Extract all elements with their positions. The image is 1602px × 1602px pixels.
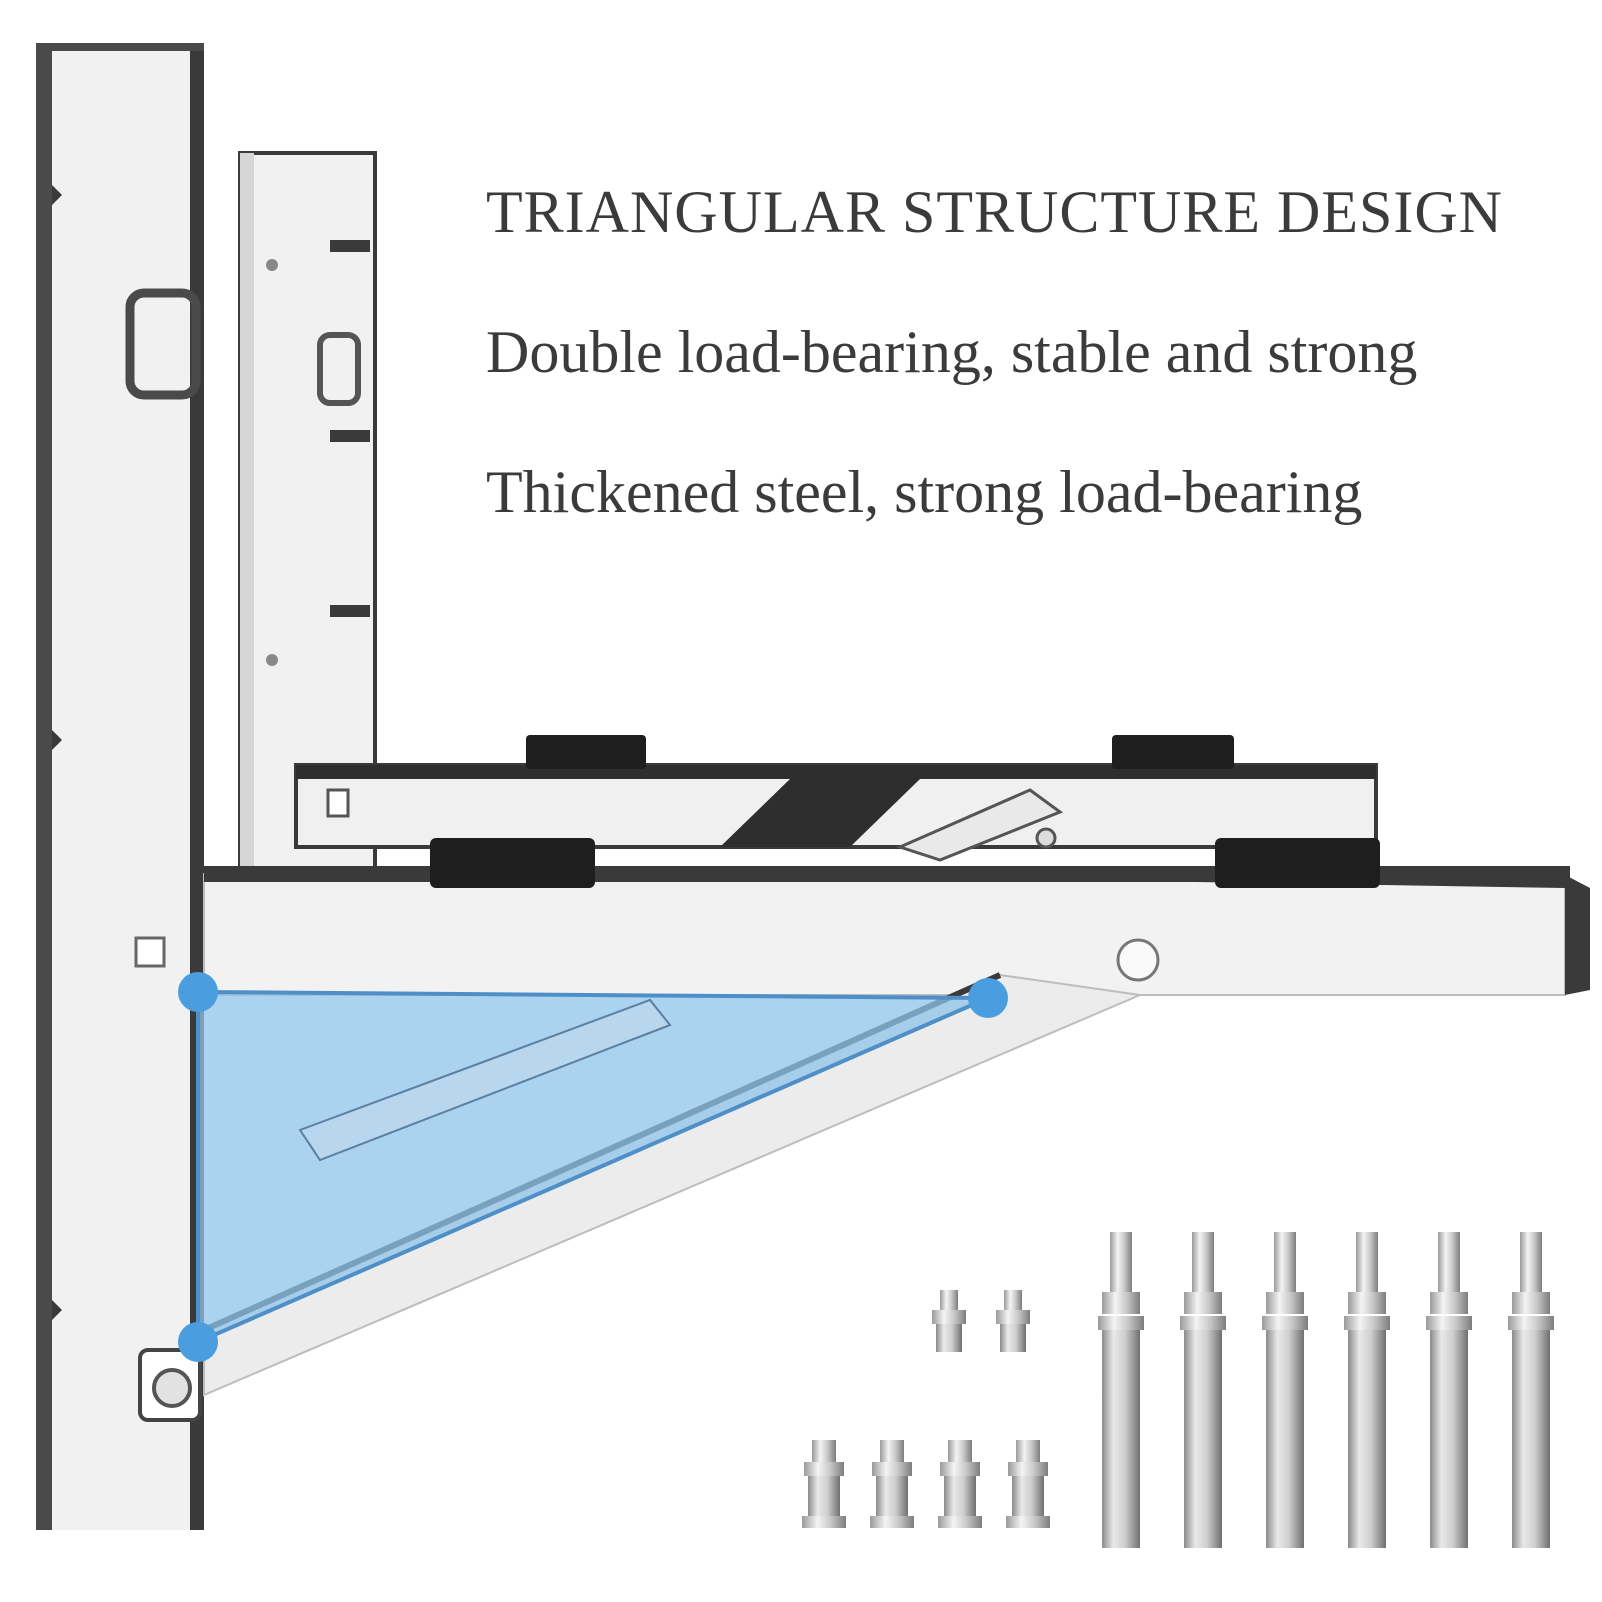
rear-bracket: [238, 151, 1378, 875]
headline-feature-2: Thickened steel, strong load-bearing: [486, 459, 1363, 525]
expansion-bolt: [1098, 1232, 1144, 1548]
expansion-bolt: [1262, 1232, 1308, 1548]
expansion-bolt: [1508, 1232, 1554, 1548]
front-handle: [125, 288, 201, 400]
expansion-bolt: [1180, 1232, 1226, 1548]
bolt-set: [938, 1440, 982, 1528]
headline-feature-1: Double load-bearing, stable and strong: [486, 319, 1418, 385]
rear-handle: [317, 332, 361, 406]
hardware-kit: [802, 1232, 1554, 1548]
triangle-highlight: [178, 972, 1008, 1362]
front-bracket: [36, 43, 1590, 1530]
rear-wall-plate: [238, 151, 377, 875]
expansion-bolt: [1426, 1232, 1472, 1548]
expansion-bolt: [1344, 1232, 1390, 1548]
rear-pad-right: [1112, 735, 1234, 769]
front-pad-right: [1215, 838, 1380, 888]
rear-pad-left: [526, 735, 646, 769]
triangle-vertex-top-right: [968, 978, 1008, 1018]
headline-title: TRIANGULAR STRUCTURE DESIGN: [486, 179, 1503, 245]
triangle-vertex-bottom: [178, 1322, 218, 1362]
short-screw: [932, 1290, 966, 1352]
front-arm: [203, 873, 1566, 996]
front-pad-left: [430, 838, 595, 888]
arm-bolt-hole: [1116, 938, 1160, 982]
front-wall-plate: [36, 43, 204, 1530]
bolt-set: [870, 1440, 914, 1528]
short-screw: [996, 1290, 1030, 1352]
bolt-set: [1006, 1440, 1050, 1528]
bolt-set: [802, 1440, 846, 1528]
triangle-vertex-top-left: [178, 972, 218, 1012]
